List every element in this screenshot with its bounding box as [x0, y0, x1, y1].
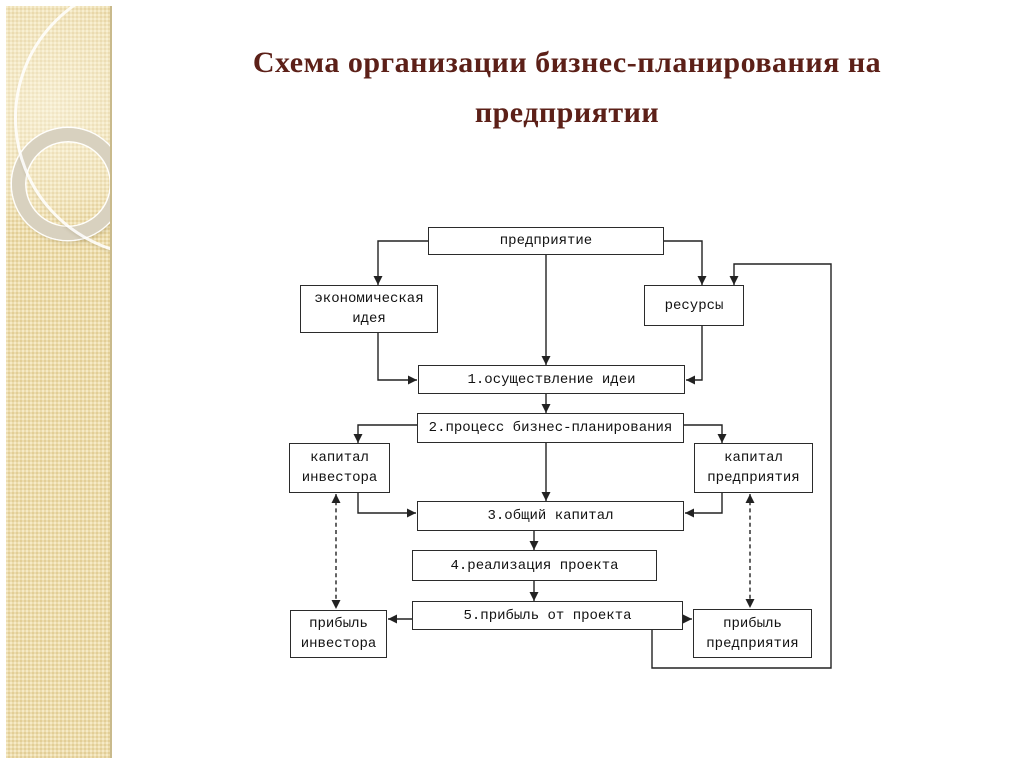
- node-economic-idea: экономическая идея: [300, 285, 438, 333]
- node-investor-capital: капитал инвестора: [289, 443, 390, 493]
- node-resources: ресурсы: [644, 285, 744, 326]
- node-enterprise-profit: прибыль предприятия: [693, 609, 812, 658]
- conn-enterprise-to-resources: [664, 240, 707, 285]
- node-step1-idea-implementation: 1.осуществление идеи: [418, 365, 685, 394]
- conn-feedback-step5-to-resources: [651, 263, 832, 669]
- node-step4-project-realization: 4.реализация проекта: [412, 550, 657, 581]
- conn-enterprise-to-economic-idea: [373, 240, 428, 285]
- node-investor-profit: прибыль инвестора: [290, 610, 387, 658]
- conn-resources-to-step1: [686, 326, 703, 385]
- slide-title: Схема организации бизнес-планирования на…: [252, 46, 882, 129]
- conn-step2-to-investor-capital: [353, 424, 417, 443]
- conn-enterprise-capital-to-step3: [685, 493, 723, 518]
- node-enterprise-capital: капитал предприятия: [694, 443, 813, 493]
- conn-investor-capital-to-step3: [357, 493, 416, 518]
- conn-step2-to-enterprise-capital: [684, 424, 727, 443]
- node-step3-total-capital: 3.общий капитал: [417, 501, 684, 531]
- node-step2-business-planning-process: 2.процесс бизнес-планирования: [417, 413, 684, 443]
- node-enterprise: предприятие: [428, 227, 664, 255]
- conn-economic-idea-to-step1: [377, 333, 417, 385]
- sidebar-decoration: [6, 6, 112, 758]
- node-step5-project-profit: 5.прибыль от проекта: [412, 601, 683, 630]
